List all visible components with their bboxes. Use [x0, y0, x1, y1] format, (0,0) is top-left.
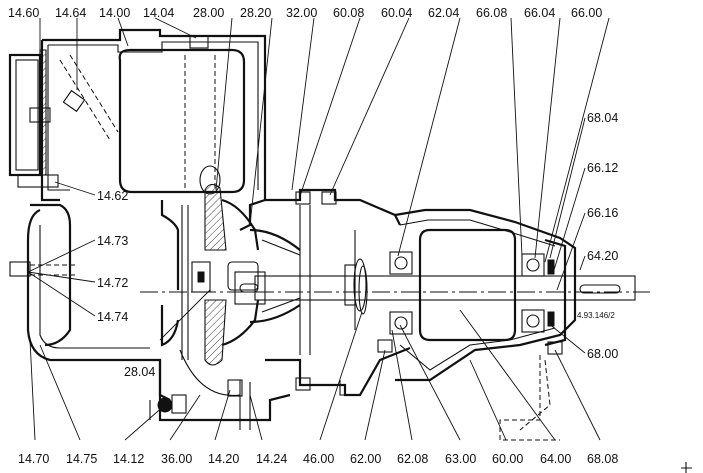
label-63-00: 63.00: [445, 452, 476, 466]
label-14-00: 14.00: [99, 6, 130, 20]
label-62-00: 62.00: [350, 452, 381, 466]
label-64-20: 64.20: [587, 249, 618, 263]
label-68-08: 68.08: [587, 452, 618, 466]
label-14-72: 14.72: [97, 276, 128, 290]
label-60-00: 60.00: [492, 452, 523, 466]
label-28-00: 28.00: [193, 6, 224, 20]
impeller: [191, 165, 260, 366]
label-66-12: 66.12: [587, 161, 618, 175]
label-14-75: 14.75: [66, 452, 97, 466]
bearing-bracket: [249, 188, 411, 397]
label-14-04: 14.04: [143, 6, 174, 20]
label-14-64: 14.64: [55, 6, 86, 20]
bearing-housing: [339, 208, 577, 441]
top-stud: [184, 35, 216, 190]
label-14-62: 14.62: [97, 189, 128, 203]
bottom-labels: 14.70 14.75 14.12 36.00 14.20 14.24 46.0…: [18, 452, 618, 466]
label-14-70: 14.70: [18, 452, 49, 466]
pump-casing: [26, 28, 291, 422]
left-labels: 14.62 14.73 14.72 14.74 28.04: [97, 189, 155, 379]
priming-cover: [8, 49, 119, 188]
leader-lines: [27, 17, 610, 441]
label-14-20: 14.20: [208, 452, 239, 466]
label-68-04: 68.04: [587, 111, 618, 125]
label-64-00: 64.00: [540, 452, 571, 466]
label-28-20: 28.20: [240, 6, 271, 20]
label-36-00: 36.00: [161, 452, 192, 466]
label-66-04: 66.04: [524, 6, 555, 20]
label-14-73: 14.73: [97, 234, 128, 248]
label-66-16: 66.16: [587, 206, 618, 220]
drawing-number: 4.93.146/2: [577, 311, 615, 320]
label-66-08: 66.08: [476, 6, 507, 20]
label-66-00: 66.00: [571, 6, 602, 20]
label-28-04: 28.04: [124, 365, 155, 379]
label-14-24: 14.24: [256, 452, 287, 466]
crosshair-mark: [681, 462, 692, 473]
label-68-00: 68.00: [587, 347, 618, 361]
label-14-12: 14.12: [113, 452, 144, 466]
label-14-60: 14.60: [8, 6, 39, 20]
label-62-04: 62.04: [428, 6, 459, 20]
label-60-08: 60.08: [333, 6, 364, 20]
label-46-00: 46.00: [303, 452, 334, 466]
label-14-74: 14.74: [97, 310, 128, 324]
top-labels: 14.60 14.64 14.00 14.04 28.00 28.20 32.0…: [8, 6, 602, 20]
shaft: [140, 265, 650, 315]
label-60-04: 60.04: [381, 6, 412, 20]
label-32-00: 32.00: [286, 6, 317, 20]
right-labels: 68.04 66.12 66.16 64.20 68.00: [587, 111, 618, 361]
label-62-08: 62.08: [397, 452, 428, 466]
